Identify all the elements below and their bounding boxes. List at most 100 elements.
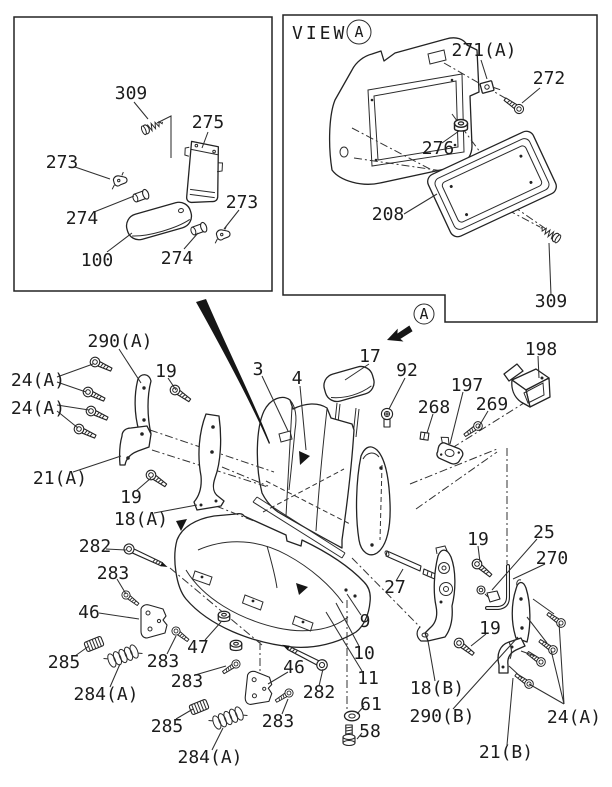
callout-18a: 18(A) <box>114 509 168 530</box>
callout-21b: 21(B) <box>479 742 533 763</box>
view-a-marker-letter: A <box>354 23 363 41</box>
callout-290a: 290(A) <box>87 331 152 352</box>
callout-273-left: 273 <box>46 152 79 173</box>
callout-309-view-a: 309 <box>535 291 568 312</box>
callout-24a-1: 24(A) <box>11 370 65 391</box>
callout-268: 268 <box>418 397 451 418</box>
view-direction-arrow-icon <box>387 325 413 342</box>
callout-11: 11 <box>357 668 379 689</box>
callout-197: 197 <box>451 375 484 396</box>
callout-273-right: 273 <box>226 192 259 213</box>
callout-285-1: 285 <box>48 652 81 673</box>
part-bolt-58 <box>342 724 356 746</box>
callout-275: 275 <box>192 112 225 133</box>
callout-282-2: 282 <box>303 682 336 703</box>
part-spring-284a-2 <box>207 703 249 733</box>
view-a-leader-lines <box>403 59 552 296</box>
callout-100: 100 <box>81 250 114 271</box>
callout-284a-2: 284(A) <box>177 747 242 768</box>
callout-283-1: 283 <box>97 563 130 584</box>
armrest-leader-lines <box>74 101 240 253</box>
part-bolt-24a-3 <box>84 404 110 424</box>
callout-271a: 271(A) <box>451 40 516 61</box>
callout-274-right: 274 <box>161 248 194 269</box>
fabric-marker-4 <box>299 451 310 465</box>
main-leader-lines <box>56 348 565 751</box>
part-hinge-46-1 <box>140 604 168 639</box>
callout-24a-2: 24(A) <box>11 398 65 419</box>
callout-21a: 21(A) <box>33 468 87 489</box>
callout-61: 61 <box>360 694 382 715</box>
part-bolt-19-2 <box>143 467 170 490</box>
part-bolt-19-1 <box>167 382 194 405</box>
callout-58: 58 <box>359 721 381 742</box>
callout-3: 3 <box>253 359 264 380</box>
part-bolt-19-4 <box>451 635 477 659</box>
part-nut-276 <box>453 118 469 132</box>
part-nut-271a <box>479 80 501 94</box>
part-headrest-17 <box>323 365 375 438</box>
callout-309-armrest: 309 <box>115 83 148 104</box>
part-nut-47-2 <box>229 639 243 652</box>
view-a-marker-circle <box>346 19 372 45</box>
part-bolt-24a-2 <box>81 385 107 405</box>
part-bolt-24a-6 <box>536 636 560 657</box>
callout-17: 17 <box>359 346 381 367</box>
callout-46-2: 46 <box>283 657 305 678</box>
part-screw-92 <box>380 407 394 428</box>
callout-92: 92 <box>396 360 418 381</box>
callout-290b: 290(B) <box>409 706 474 727</box>
inset-box-view-a: VIEW A 271(A) 272 276 208 309 <box>282 14 598 323</box>
part-clip-268 <box>419 431 430 441</box>
part-nut-47-1 <box>217 610 231 623</box>
callout-25: 25 <box>533 522 555 543</box>
part-bushing-285-1 <box>83 635 105 653</box>
part-bracket-198 <box>503 363 551 408</box>
callout-24a-3: 24(A) <box>547 707 601 728</box>
armrest-box-border <box>13 16 273 292</box>
callout-284a-1: 284(A) <box>73 684 138 705</box>
part-bracket-21b <box>497 637 526 674</box>
part-hinge-46-2 <box>244 670 275 708</box>
callout-27: 27 <box>384 577 406 598</box>
callout-9: 9 <box>360 611 371 632</box>
main-assembly: 290(A) 24(A) 24(A) 21(A) 19 19 18(A) 3 4… <box>11 299 601 768</box>
callout-269: 269 <box>476 394 509 415</box>
part-bolt-283-1 <box>119 588 142 609</box>
part-hinge-18a <box>193 413 225 511</box>
callout-285-2: 285 <box>151 716 184 737</box>
part-bushing-285-2 <box>188 698 210 716</box>
callout-19-3: 19 <box>467 529 489 550</box>
part-armrest-100 <box>125 201 193 241</box>
part-clamp-25 <box>476 585 501 603</box>
callout-47: 47 <box>187 637 209 658</box>
callout-276: 276 <box>422 138 455 159</box>
part-washer-61 <box>343 710 361 722</box>
callout-10: 10 <box>353 643 375 664</box>
part-seat-back <box>252 396 391 559</box>
callout-19-4: 19 <box>479 618 501 639</box>
part-trim-panel <box>328 37 480 185</box>
part-striker-197 <box>436 436 464 465</box>
part-rod-270 <box>485 564 510 610</box>
callout-270: 270 <box>536 548 569 569</box>
callout-4: 4 <box>292 368 303 389</box>
part-bracket-21a <box>118 425 152 466</box>
callout-283-3: 283 <box>171 671 204 692</box>
view-a-title: VIEW <box>292 23 347 44</box>
part-hinge-18b <box>416 545 456 642</box>
screw-309-view-a <box>537 223 563 245</box>
part-clip-273-right <box>212 225 232 244</box>
callout-46-1: 46 <box>78 602 100 623</box>
part-pin-274-right <box>189 221 209 238</box>
callout-19-1: 19 <box>155 361 177 382</box>
part-bolt-24a-4 <box>72 422 98 442</box>
indicator-circle <box>413 303 435 325</box>
part-bolt-283-4 <box>273 686 296 706</box>
callout-283-2: 283 <box>147 651 180 672</box>
inset-box-armrest: 309 275 273 274 100 274 273 <box>13 16 273 292</box>
part-bolt-24a-8 <box>512 670 536 691</box>
part-bolt-272 <box>501 94 526 116</box>
part-bolt-19-3 <box>469 556 495 580</box>
